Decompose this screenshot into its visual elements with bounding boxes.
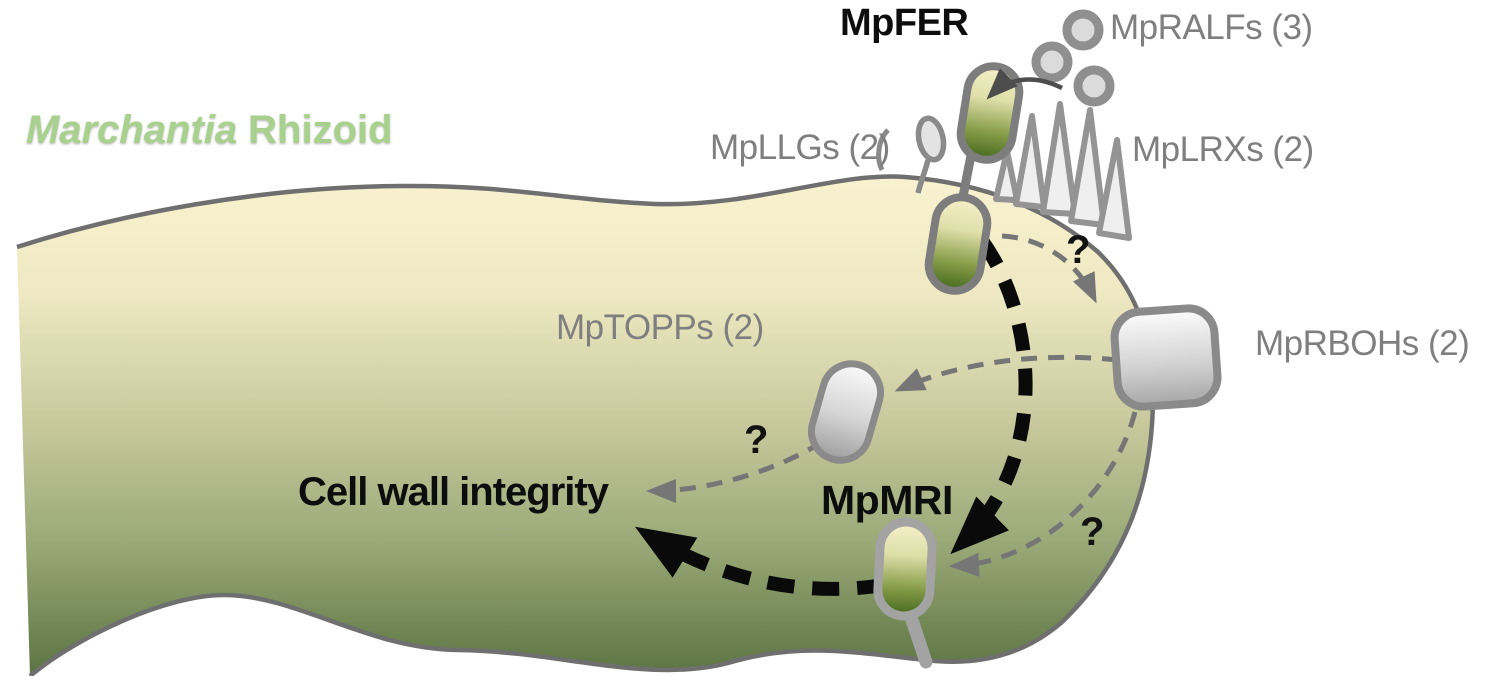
mpllg-head xyxy=(915,115,947,163)
question-mark-topp-to-cellwall: ? xyxy=(744,418,769,462)
label-mpmri: MpMRI xyxy=(821,477,953,523)
label-mpfer: MpFER xyxy=(840,2,969,44)
question-mark-rboh-to-mri: ? xyxy=(1080,510,1105,554)
question-mark-fer-to-rboh: ? xyxy=(1066,228,1091,272)
mpfer-ectodomain xyxy=(956,62,1024,164)
arrow-fer-to-rboh xyxy=(1001,233,1097,304)
mprboh-icon xyxy=(1110,304,1222,411)
label-mpllgs: MpLLGs (2) xyxy=(710,128,890,167)
rhizoid-cell-body xyxy=(17,176,1153,676)
mpllg-stalk xyxy=(915,159,931,194)
mpmri-kinase-icon xyxy=(873,517,937,669)
arrow-ralf-to-fer xyxy=(986,68,1064,100)
title-genus: Marchantia xyxy=(26,108,238,152)
mplrx-spikes-icon xyxy=(993,101,1132,241)
arrow-fer-to-mri xyxy=(950,237,1033,555)
arrow-rboh-to-topp xyxy=(894,354,1119,392)
mpmri-pill xyxy=(873,517,937,621)
mptopp-icon xyxy=(807,360,885,464)
label-mptopps: MpTOPPs (2) xyxy=(556,308,764,347)
arrow-rboh-to-mri xyxy=(949,411,1138,577)
plasma-membrane xyxy=(16,174,1156,676)
label-mplrxs: MpLRXs (2) xyxy=(1132,130,1314,169)
label-mpralfs: MpRALFs (3) xyxy=(1110,8,1313,47)
title-rest: Rhizoid xyxy=(248,108,393,152)
mpralf-peptides-icon xyxy=(1031,9,1115,107)
mpllg-icon xyxy=(876,115,947,194)
label-cell-wall-integrity: Cell wall integrity xyxy=(298,470,609,514)
arrow-topp-to-cellwall xyxy=(646,439,824,503)
label-mprbohs: MpRBOHs (2) xyxy=(1255,324,1470,363)
mpllg-second-arc xyxy=(876,128,890,172)
gray-dashed-arrows xyxy=(646,233,1138,577)
mpfer-kinase-domain xyxy=(924,193,992,295)
